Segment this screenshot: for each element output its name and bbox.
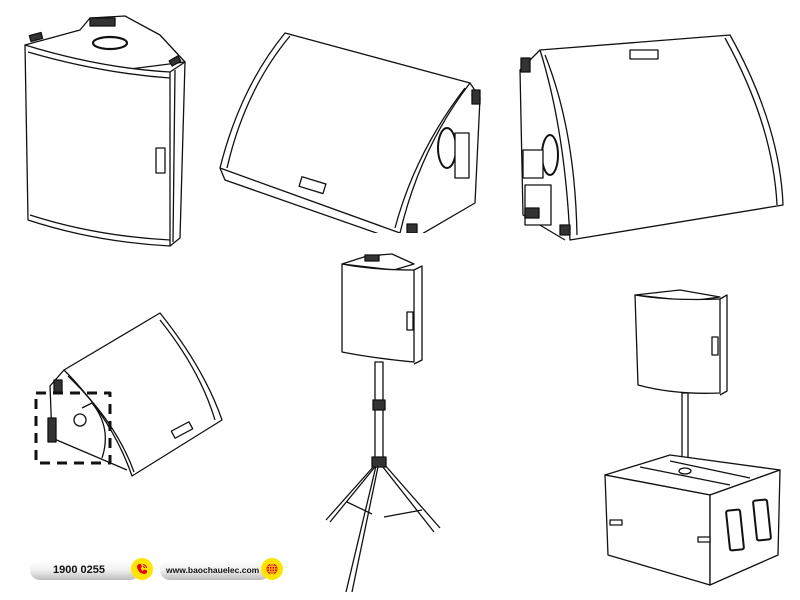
- phone-number-banner: 1900 0255: [30, 560, 140, 580]
- phone-number: 1900 0255: [53, 564, 105, 576]
- figure-monitor-front: [215, 28, 505, 233]
- website-url[interactable]: www.baochauelec.com: [166, 565, 260, 575]
- phone-icon: [137, 564, 147, 574]
- globe-icon: [266, 563, 278, 575]
- website-badge: [261, 558, 283, 580]
- phone-badge: [131, 558, 153, 580]
- figure-front-vertical-speaker: [20, 10, 190, 250]
- figure-monitor-rear: [515, 30, 795, 245]
- website-banner: www.baochauelec.com: [160, 560, 270, 580]
- figure-subwoofer-pole: [600, 285, 795, 595]
- figure-tripod-stand: [322, 252, 452, 600]
- figure-monitor-detail: [32, 308, 247, 478]
